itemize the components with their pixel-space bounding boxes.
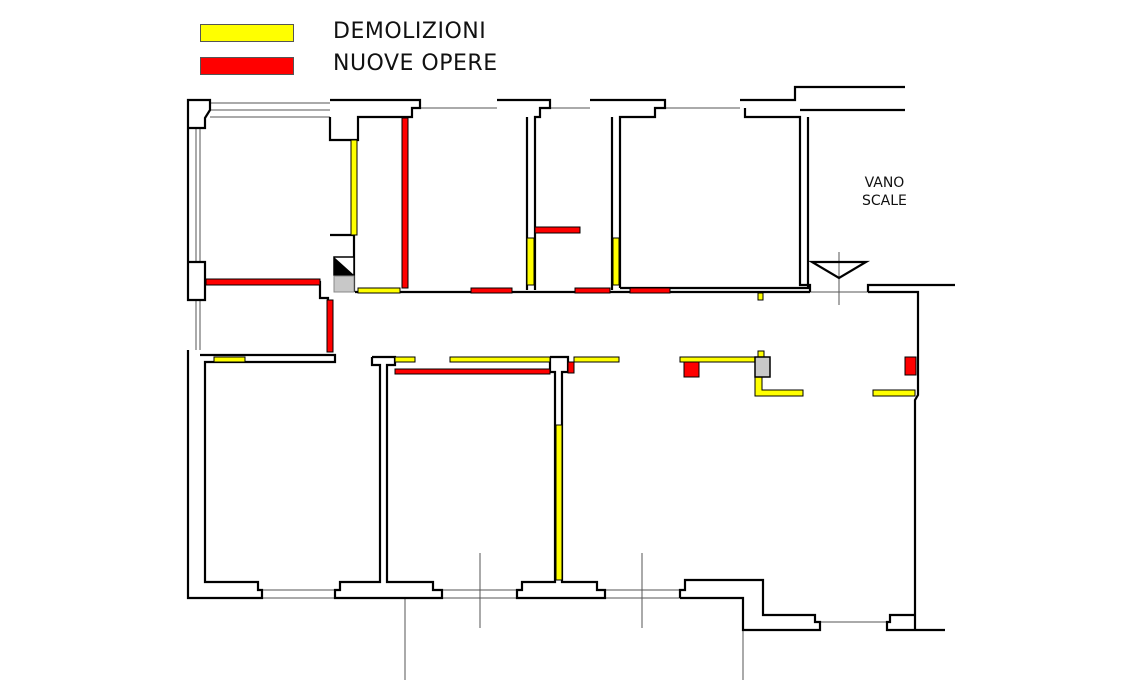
demolition-wall <box>449 356 551 363</box>
new-wall <box>629 287 671 294</box>
new-wall <box>904 356 917 376</box>
shaft-hatched <box>333 275 355 293</box>
new-wall <box>574 287 611 294</box>
demolition-wall <box>394 356 416 363</box>
shaft-hatched <box>754 356 771 378</box>
new-work-walls <box>205 117 917 378</box>
new-wall <box>470 287 513 294</box>
demolition-wall <box>754 376 804 397</box>
demolition-wall <box>357 287 401 294</box>
new-wall <box>394 368 551 375</box>
stair-label-line1: VANO <box>864 175 905 191</box>
stair-label-line2: SCALE <box>862 193 907 209</box>
demolition-wall <box>526 237 535 286</box>
demolition-wall <box>757 292 764 301</box>
stair-room-label: VANO SCALE <box>862 174 907 210</box>
legend-label-demolition: DEMOLIZIONI <box>333 19 487 44</box>
walls <box>186 85 955 632</box>
legend-swatch-new-work <box>200 57 294 75</box>
new-wall <box>326 299 334 353</box>
demolition-wall <box>757 350 765 358</box>
demolition-wall <box>213 356 246 363</box>
demolition-wall <box>555 424 563 581</box>
new-wall <box>205 278 321 286</box>
shaft-triangle-icon <box>334 257 354 275</box>
demolition-wall <box>872 389 916 397</box>
demolition-walls <box>213 139 916 581</box>
legend-label-new-work: NUOVE OPERE <box>333 51 498 76</box>
legend-swatch-demolition <box>200 24 294 42</box>
new-wall <box>401 117 409 289</box>
new-wall <box>534 226 581 234</box>
demolition-wall <box>612 237 620 286</box>
demolition-wall <box>679 356 756 363</box>
demolition-wall <box>350 139 358 236</box>
demolition-wall <box>573 356 620 363</box>
stair-arrow-icon <box>807 260 871 280</box>
new-wall <box>683 361 700 378</box>
shafts <box>333 256 771 378</box>
new-wall <box>567 361 575 374</box>
